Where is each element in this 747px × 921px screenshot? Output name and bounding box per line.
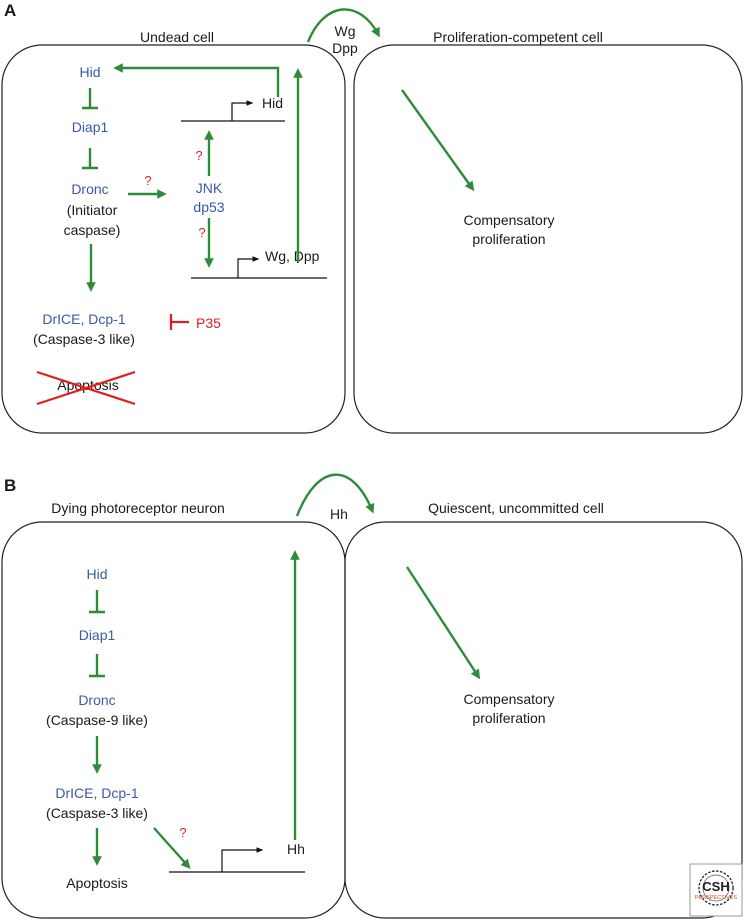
hid-gene-label: Hid <box>262 95 283 111</box>
apoptosis-label: Apoptosis <box>57 377 118 393</box>
diap1-label-b: Diap1 <box>79 627 116 643</box>
csh-perspectives-logo: CSH PERSPECTIVES <box>689 863 743 917</box>
hh-gene-label: Hh <box>287 841 305 857</box>
effector-caspases-desc: (Caspase-3 like) <box>33 331 135 347</box>
p35-label: P35 <box>196 315 221 331</box>
dronc-desc-line1: (Initiator <box>67 202 118 218</box>
effector-caspases-label: DrICE, Dcp-1 <box>42 311 125 327</box>
panel-b: B Dying photoreceptor neuron Quiescent, … <box>1 473 743 919</box>
panel-a-letter: A <box>4 1 16 20</box>
compensatory-proliferation-arrow-a <box>401 89 475 192</box>
dp53-label: dp53 <box>193 199 224 215</box>
compensatory-proliferation-arrow-b <box>405 566 481 680</box>
diap1-inhibits-dronc <box>82 148 98 170</box>
undead-cell-outline <box>1 44 346 434</box>
hid-inhibits-diap1-b <box>89 590 105 614</box>
dronc-jnk-unknown-mark: ? <box>144 173 151 188</box>
quiescent-cell-title: Quiescent, uncommitted cell <box>428 500 604 516</box>
proliferation-competent-cell-title: Proliferation-competent cell <box>433 29 603 45</box>
dronc-label-b: Dronc <box>78 692 115 708</box>
signal-dpp-label: Dpp <box>332 40 358 56</box>
effector-caspases-label-b: DrICE, Dcp-1 <box>55 785 138 801</box>
signal-wg-label: Wg <box>335 23 356 39</box>
dying-photoreceptor-title: Dying photoreceptor neuron <box>51 500 225 516</box>
hh-secretion-arrow <box>295 473 375 517</box>
hid-expression-feedback-arrow <box>113 63 280 97</box>
jnk-wgdpp-unknown-mark: ? <box>198 225 205 240</box>
p35-inhibition-bar <box>169 314 189 330</box>
compensatory-label-a: Compensatory <box>463 212 554 228</box>
hh-signal-label: Hh <box>330 506 348 522</box>
quiescent-cell-outline <box>344 521 743 919</box>
wg-dpp-secretion-arrow <box>306 8 380 43</box>
hh-promoter-arrow <box>221 847 264 872</box>
jnk-hid-unknown-mark: ? <box>195 148 202 163</box>
logo-subtext: PERSPECTIVES <box>695 895 738 901</box>
diap1-inhibits-dronc-b <box>89 654 105 678</box>
hid-inhibits-diap1 <box>82 88 98 110</box>
proliferation-competent-cell-outline <box>353 44 743 434</box>
panel-a: A Undead cell Proliferation-competent ce… <box>1 1 743 434</box>
effectors-to-hh-transcription-arrow <box>153 827 191 869</box>
wg-dpp-gene-label: Wg, Dpp <box>265 248 320 264</box>
compensatory-label-b: Compensatory <box>463 691 554 707</box>
jnk-label: JNK <box>196 180 223 196</box>
dronc-label: Dronc <box>71 181 108 197</box>
proliferation-label-b: proliferation <box>472 710 545 726</box>
logo-ring-icon <box>698 870 734 906</box>
undead-cell-title: Undead cell <box>140 29 214 45</box>
effector-caspases-desc-b: (Caspase-3 like) <box>46 805 148 821</box>
apoptosis-label-b: Apoptosis <box>66 875 127 891</box>
dronc-desc-b: (Caspase-9 like) <box>46 712 148 728</box>
apoptosis-blocked-cross <box>36 370 136 406</box>
hid-promoter-arrow <box>231 100 254 121</box>
dronc-desc-line2: caspase) <box>64 222 121 238</box>
effector-hh-unknown-mark: ? <box>179 825 186 840</box>
wg-dpp-promoter-arrow <box>237 256 260 278</box>
proliferation-label-a: proliferation <box>472 231 545 247</box>
hid-label-b: Hid <box>86 566 107 582</box>
panel-b-letter: B <box>4 476 16 495</box>
hid-label: Hid <box>79 64 100 80</box>
diap1-label: Diap1 <box>72 119 109 135</box>
logo-text: CSH <box>702 879 729 894</box>
